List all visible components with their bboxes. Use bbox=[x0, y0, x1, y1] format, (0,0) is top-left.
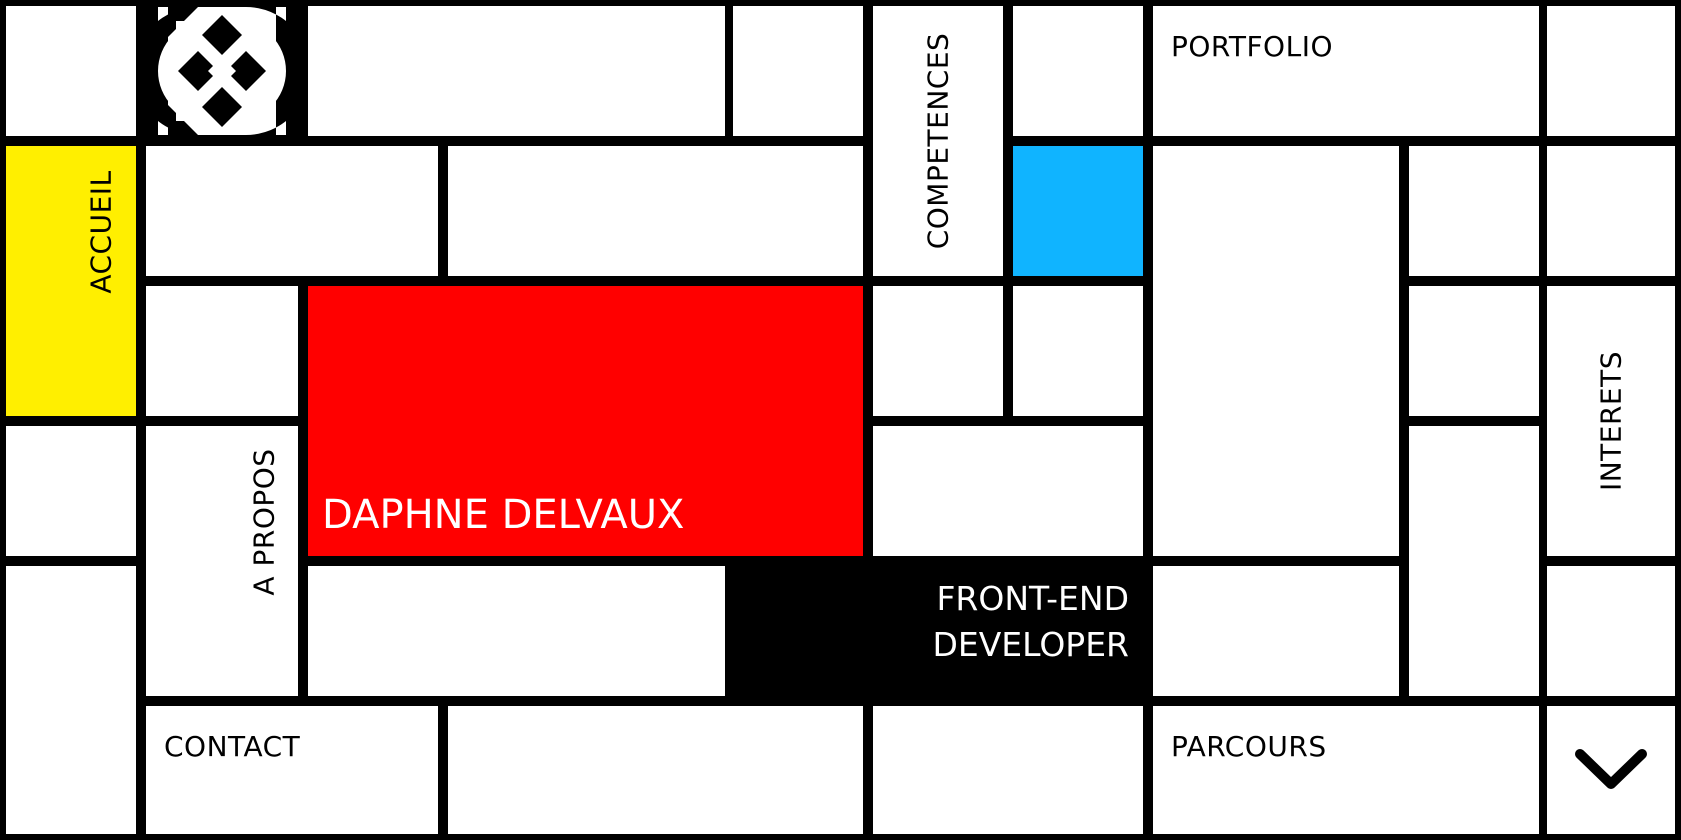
white-block bbox=[733, 6, 863, 136]
white-block bbox=[448, 706, 863, 834]
white-block bbox=[1153, 146, 1399, 556]
white-block bbox=[873, 426, 1143, 556]
nav-competences-label: COMPETENCES bbox=[921, 32, 955, 250]
white-block bbox=[448, 146, 863, 276]
nav-interets[interactable]: INTERETS bbox=[1547, 286, 1675, 556]
white-block bbox=[1547, 146, 1675, 276]
logo-container bbox=[146, 6, 298, 136]
hero-role-block: FRONT-END DEVELOPER bbox=[725, 556, 1153, 696]
logo-block[interactable] bbox=[146, 6, 298, 136]
white-block bbox=[1013, 6, 1143, 136]
nav-parcours[interactable]: PARCOURS bbox=[1153, 706, 1539, 834]
white-block bbox=[146, 146, 438, 276]
white-block bbox=[1409, 146, 1539, 276]
nav-competences[interactable]: COMPETENCES bbox=[873, 6, 1003, 276]
white-block bbox=[146, 286, 298, 416]
dd-logo-icon[interactable] bbox=[158, 7, 286, 135]
white-block bbox=[308, 6, 725, 136]
white-block bbox=[6, 6, 136, 136]
white-block bbox=[873, 286, 1003, 416]
scroll-down-block[interactable] bbox=[1547, 706, 1675, 834]
blue-block bbox=[1013, 146, 1143, 276]
white-block bbox=[873, 706, 1143, 834]
white-block bbox=[6, 566, 136, 834]
nav-interets-label: INTERETS bbox=[1594, 350, 1628, 492]
chevron-container bbox=[1547, 706, 1675, 834]
hero-role-line2: DEVELOPER bbox=[932, 625, 1129, 664]
nav-a-propos-label: A PROPOS bbox=[247, 448, 281, 596]
hero-role: FRONT-END DEVELOPER bbox=[932, 576, 1129, 668]
nav-accueil[interactable]: ACCUEIL bbox=[6, 146, 136, 416]
nav-contact-label: CONTACT bbox=[164, 730, 301, 763]
white-block bbox=[1547, 566, 1675, 696]
hero-name: DAPHNE DELVAUX bbox=[322, 492, 685, 538]
white-block bbox=[1409, 286, 1539, 416]
hero-role-line1: FRONT-END bbox=[936, 579, 1129, 618]
nav-accueil-label: ACCUEIL bbox=[84, 170, 118, 294]
nav-parcours-label: PARCOURS bbox=[1171, 730, 1327, 763]
white-block bbox=[1153, 566, 1399, 696]
white-block bbox=[1547, 6, 1675, 136]
nav-contact[interactable]: CONTACT bbox=[146, 706, 438, 834]
white-block bbox=[6, 426, 136, 556]
hero-name-block: DAPHNE DELVAUX bbox=[308, 286, 863, 556]
white-block bbox=[1013, 286, 1143, 416]
nav-portfolio-label: PORTFOLIO bbox=[1171, 30, 1333, 63]
nav-a-propos[interactable]: A PROPOS bbox=[146, 426, 298, 696]
white-block bbox=[308, 566, 725, 696]
chevron-down-icon[interactable] bbox=[1574, 746, 1648, 794]
white-block bbox=[1409, 426, 1539, 696]
nav-portfolio[interactable]: PORTFOLIO bbox=[1153, 6, 1539, 136]
